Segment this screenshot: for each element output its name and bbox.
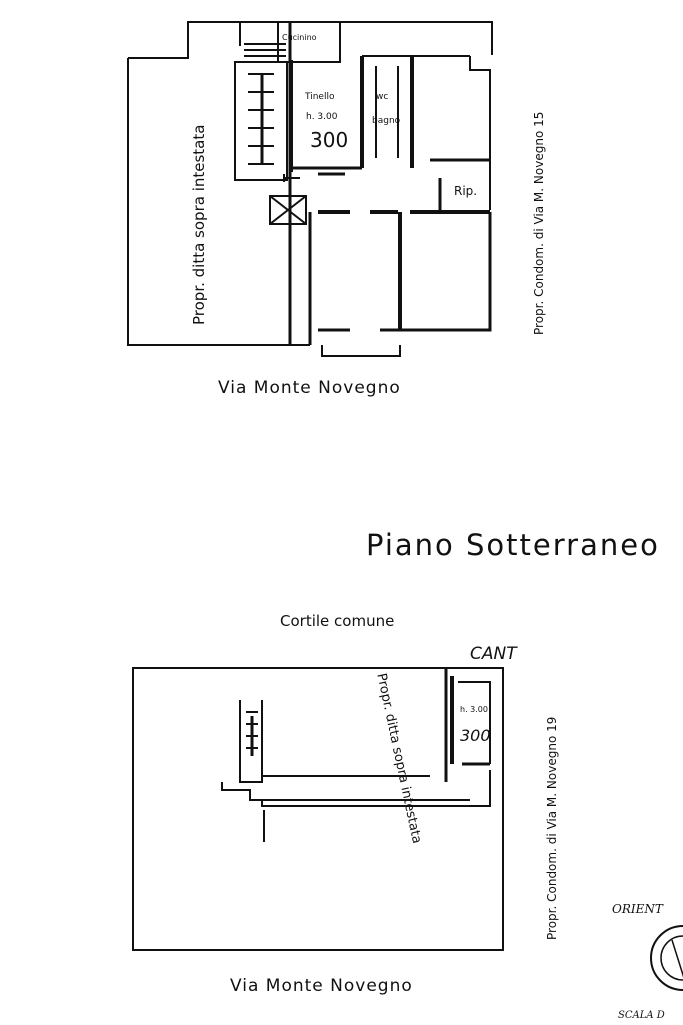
lift: [269, 195, 307, 225]
court-label: Cortile comune: [280, 612, 395, 630]
staircase: [234, 61, 288, 181]
room-kitchenette-label: Cucinino: [282, 33, 317, 42]
room-tinello-area: 300: [310, 128, 349, 152]
room-tinello-height: h. 3.00: [306, 112, 338, 122]
ground-right-owner-label: Propr. Condom. di Via M. Novegno 15: [532, 111, 546, 335]
ground-street-label: Via Monte Novegno: [218, 378, 401, 398]
room-wc-label: wc: [376, 92, 389, 102]
room-tinello-label: Tinello: [305, 92, 335, 102]
basement-street-label: Via Monte Novegno: [230, 976, 413, 996]
scale-label: SCALA D: [618, 1010, 665, 1021]
basement-right-owner-label: Propr. Condom. di Via M. Novegno 19: [545, 716, 559, 940]
orientation-label: ORIENT: [612, 902, 663, 916]
room-rip-label: Rip.: [454, 184, 478, 198]
room-kitchenette: [277, 21, 341, 63]
cantina-height: h. 3.00: [460, 705, 488, 714]
room-bagno-label: bagno: [372, 116, 401, 126]
ground-left-owner-label: Propr. ditta sopra intestata: [190, 124, 208, 325]
cantina-label: CANT: [470, 644, 517, 664]
ground-outer-wall: [127, 21, 493, 346]
basement-title: Piano Sotterraneo: [366, 528, 660, 562]
cantina-area: 300: [460, 726, 491, 745]
